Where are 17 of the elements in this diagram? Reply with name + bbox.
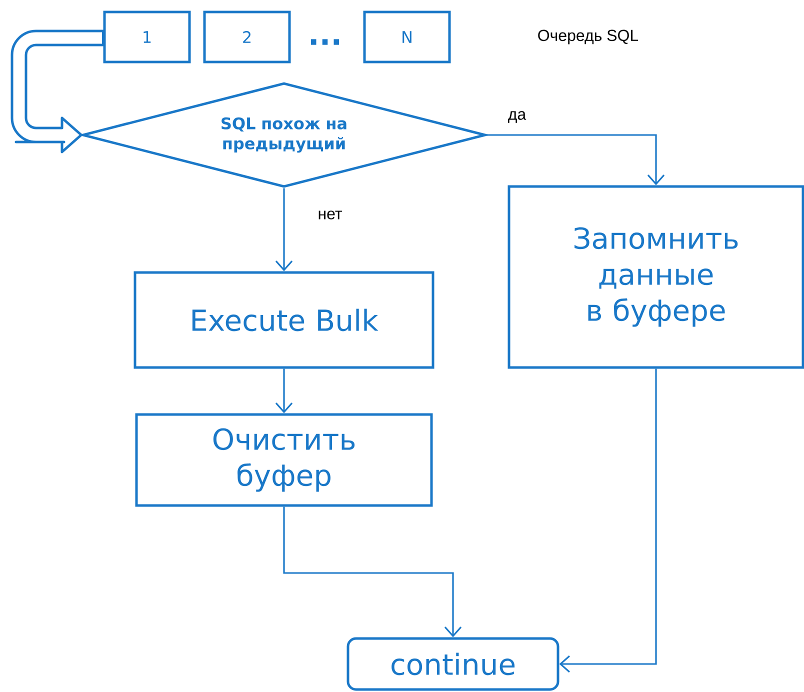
arrow [559,368,657,673]
arrow [275,188,293,272]
terminal-box: continue [346,637,560,691]
arrow [275,368,293,414]
process-box: Очистить буфер [135,413,433,507]
block-arrow [10,30,104,154]
ellipsis: ... [310,39,340,45]
queue-label: Очередь SQL [538,30,638,44]
queue-box: 2 [203,10,291,64]
arrow [283,506,462,638]
edge-label: нет [316,210,344,220]
queue-box: N [363,10,451,64]
process-box: Запомнить данные в буфере [508,185,804,369]
edge-label: да [506,110,528,124]
process-box: Execute Bulk [134,271,434,369]
queue-box: 1 [103,10,191,64]
arrow [486,134,665,186]
